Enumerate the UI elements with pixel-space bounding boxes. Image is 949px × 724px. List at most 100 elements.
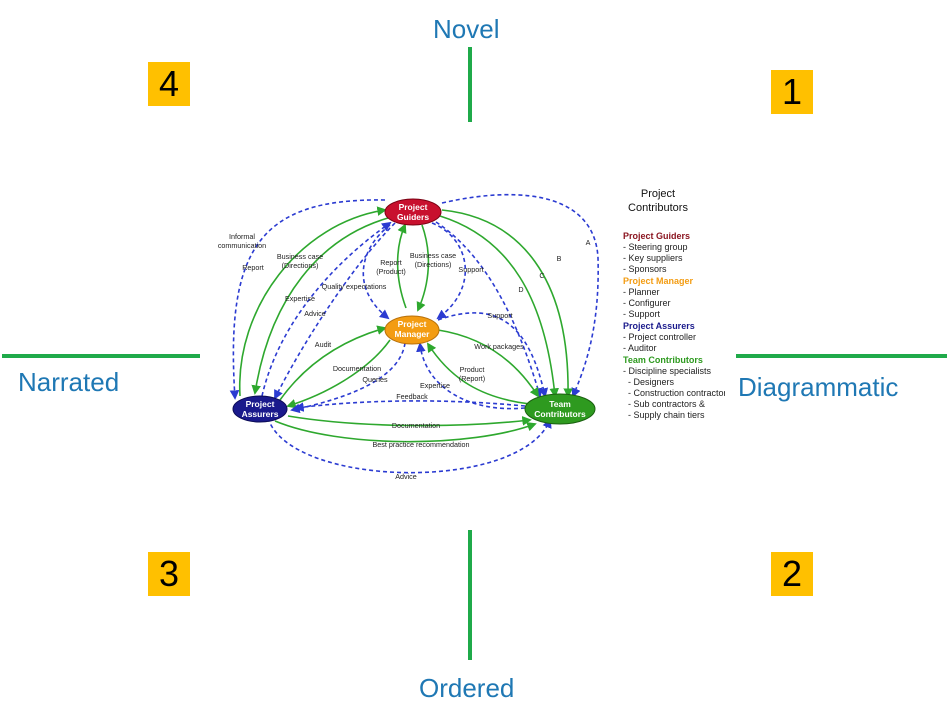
label-b: B (557, 254, 562, 263)
diagram-edges (229, 193, 599, 474)
label-report-product-2: (Product) (376, 267, 406, 276)
axis-line-right (736, 354, 947, 358)
node-project-manager: Project Manager (384, 315, 440, 345)
edge-business-case-left (251, 217, 389, 395)
legend-item: - Key suppliers (623, 253, 683, 263)
node-assurers-line2: Assurers (242, 409, 279, 419)
axis-line-bottom (468, 530, 472, 660)
label-report-product-1: Report (380, 258, 402, 267)
edge-documentation-low (287, 415, 532, 427)
label-informal-2: communication (218, 241, 266, 250)
label-business-case-left-2: (Directions) (282, 261, 319, 270)
edge-queries (290, 342, 406, 414)
quadrant-badge-2: 2 (771, 552, 813, 596)
label-a: A (586, 238, 591, 247)
label-queries: Queries (362, 375, 388, 384)
quadrant-badge-3: 3 (148, 552, 190, 596)
edge-work-packages (437, 329, 540, 398)
label-business-case-right-1: Business case (410, 251, 456, 260)
label-report: Report (242, 263, 264, 272)
legend-item: - Steering group (623, 242, 688, 252)
label-product-report-1: Product (460, 365, 485, 374)
edge-informal-communication (229, 199, 386, 400)
label-product-report-2: (Report) (459, 374, 485, 383)
label-work-packages: Work packages (474, 342, 524, 351)
edge-quality (362, 224, 391, 320)
edge-advice-left (274, 222, 396, 400)
edge-expertise-left (261, 221, 392, 397)
node-project-guiders: Project Guiders (384, 198, 442, 226)
legend-item: - Planner (623, 287, 660, 297)
edge-advice-bottom (267, 417, 552, 474)
legend-head-guiders: Project Guiders (623, 231, 690, 241)
label-c: C (539, 271, 544, 280)
label-documentation-low: Documentation (392, 421, 440, 430)
legend-item: - Supply chain tiers (623, 410, 705, 420)
edge-support-top (431, 222, 466, 320)
legend-title-2: Contributors (628, 202, 688, 214)
legend-item: - Construction contractors (623, 388, 725, 398)
axis-label-novel: Novel (433, 14, 500, 44)
legend-head-assurers: Project Assurers (623, 321, 695, 331)
label-d: D (518, 285, 523, 294)
label-support-top: Support (458, 265, 483, 274)
label-expertise-mid: Expertise (420, 381, 450, 390)
edge-product-report (426, 342, 531, 405)
label-feedback: Feedback (396, 392, 428, 401)
project-contributors-diagram: Project Guiders Project Manager Project … (218, 188, 725, 481)
label-expertise-left: Expertise (285, 294, 315, 303)
label-documentation-mid: Documentation (333, 364, 381, 373)
legend-head-contributors: Team Contributors (623, 355, 703, 365)
axis-label-ordered: Ordered (419, 673, 515, 703)
node-guiders-line1: Project (399, 202, 428, 212)
edge-feedback (294, 400, 526, 412)
axis-label-diagrammatic: Diagrammatic (738, 372, 899, 402)
edge-a (441, 193, 599, 398)
label-audit: Audit (315, 340, 331, 349)
node-team-contributors: Team Contributors (524, 393, 596, 425)
legend-head-manager: Project Manager (623, 276, 694, 286)
edge-support-mid (437, 312, 549, 398)
legend-item: - Configurer (623, 298, 671, 308)
axis-label-narrated: Narrated (18, 367, 120, 397)
legend-item: - Support (623, 309, 661, 319)
edge-expertise-mid (416, 342, 526, 410)
edge-report (239, 206, 387, 397)
legend-item: - Sub contractors & (623, 399, 705, 409)
edge-best-practice (274, 420, 537, 443)
node-assurers-line1: Project (246, 399, 275, 409)
edge-report-product (396, 223, 407, 309)
node-manager-line2: Manager (395, 329, 431, 339)
label-business-case-right-2: (Directions) (415, 260, 452, 269)
label-advice-bottom: Advice (395, 472, 417, 481)
node-manager-line1: Project (398, 319, 427, 329)
label-informal-1: Informal (229, 232, 255, 241)
quadrant-badge-1: 1 (771, 70, 813, 114)
axis-line-left (2, 354, 200, 358)
legend: Project Contributors Project Guiders - S… (623, 188, 725, 420)
label-business-case-left-1: Business case (277, 252, 323, 261)
node-contributors-line1: Team (549, 399, 571, 409)
edge-labels: Informal communication Report Business c… (218, 232, 591, 481)
edge-documentation-mid (286, 339, 391, 409)
node-contributors-line2: Contributors (534, 409, 586, 419)
edge-c (439, 215, 559, 398)
label-support-mid: Support (487, 311, 512, 320)
label-advice-left: Advice (304, 309, 326, 318)
quadrant-badge-4: 4 (148, 62, 190, 106)
edge-d (435, 221, 543, 398)
label-quality: Quality expectations (322, 282, 387, 291)
label-best-practice: Best practice recommendation (372, 440, 469, 449)
legend-item: - Designers (623, 377, 675, 387)
legend-item: - Project controller (623, 332, 696, 342)
legend-item: - Sponsors (623, 264, 667, 274)
edge-audit (279, 325, 387, 401)
edge-b (441, 209, 573, 398)
edge-business-case-right (416, 224, 430, 312)
legend-item: - Discipline specialists (623, 366, 712, 376)
legend-item: - Auditor (623, 343, 657, 353)
axis-line-top (468, 47, 472, 122)
legend-title-1: Project (641, 188, 675, 200)
node-project-assurers: Project Assurers (232, 395, 288, 423)
node-guiders-line2: Guiders (397, 212, 429, 222)
